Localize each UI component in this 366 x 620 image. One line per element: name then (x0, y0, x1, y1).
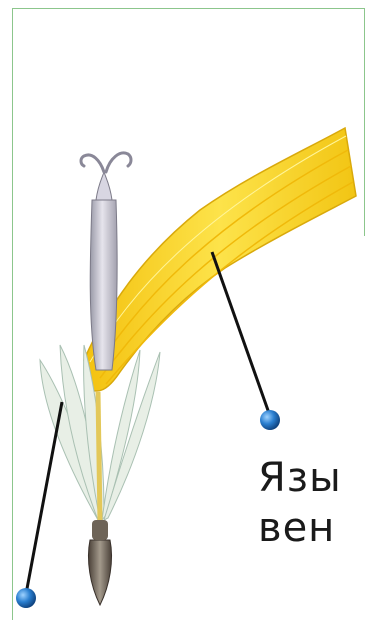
pappus-pointer-dot (16, 588, 36, 608)
ligule-pointer-dot (260, 410, 280, 430)
ligule-label-line2: вен (258, 506, 335, 550)
pappus-pointer-line (26, 402, 62, 594)
ligule-strap (84, 128, 356, 391)
ovary (88, 520, 111, 605)
ligule-pointer-line (212, 252, 270, 416)
floret-tube (98, 392, 100, 522)
ligule-label-line1: Язы (258, 456, 342, 500)
